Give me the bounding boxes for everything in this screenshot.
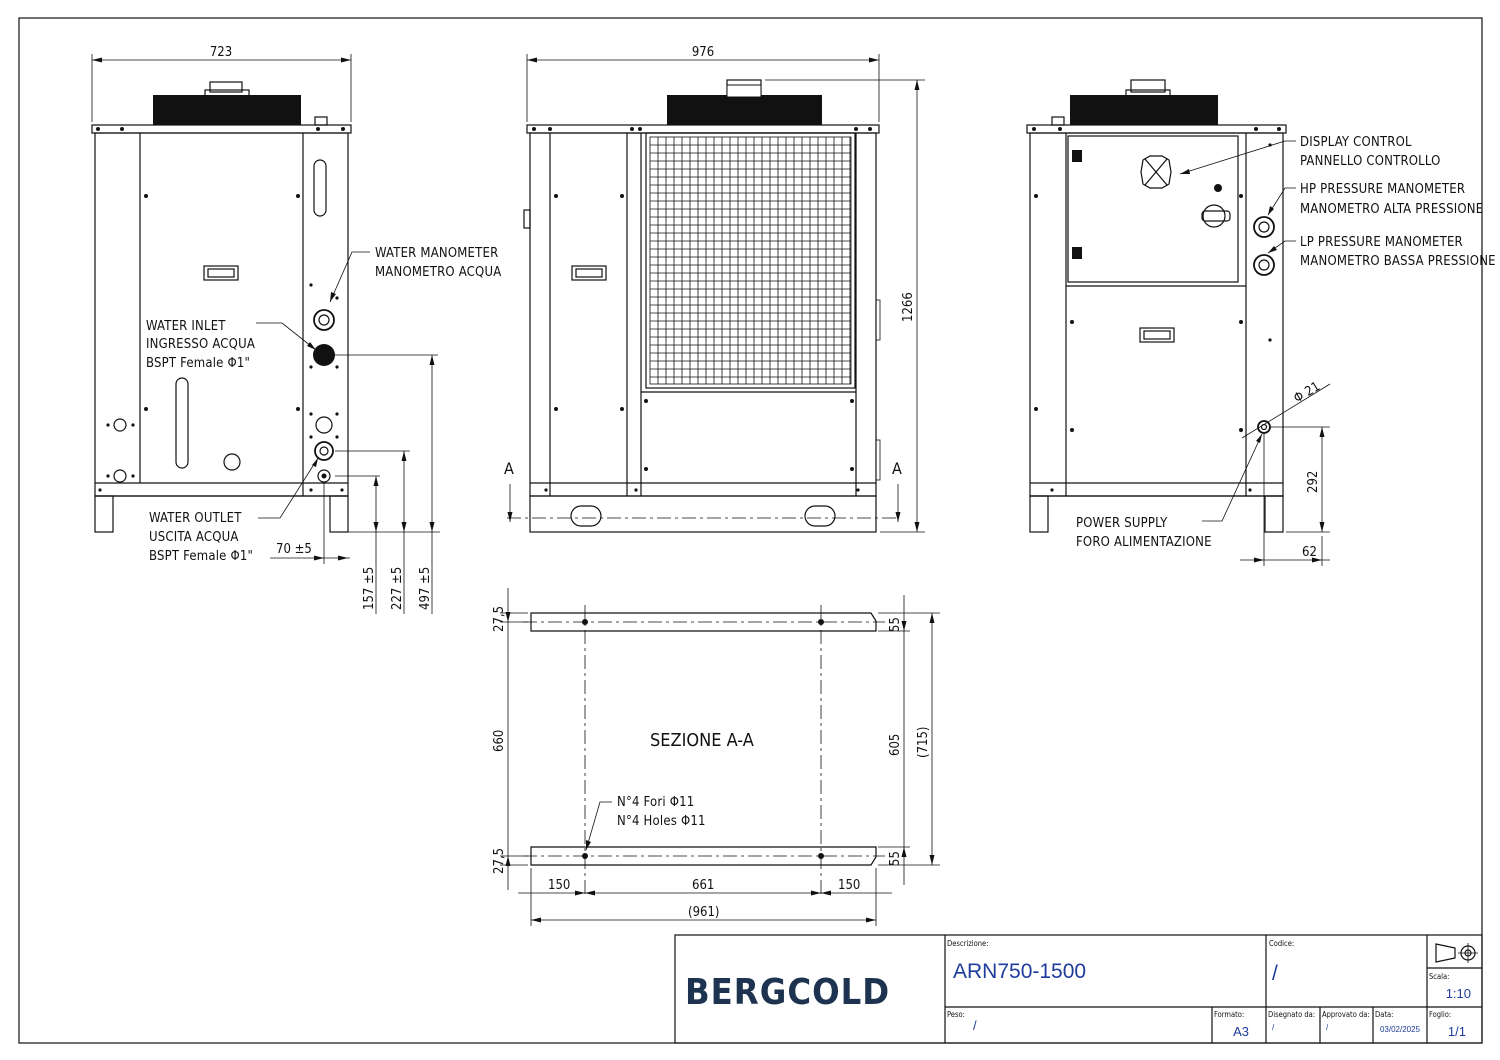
formato-label: Formato: (1214, 1010, 1244, 1019)
dim-inlet-height: 497 ±5 (418, 567, 433, 610)
dim-base-150-right: 150 (838, 878, 860, 893)
svg-text:WATER INLET: WATER INLET (146, 319, 226, 334)
svg-text:USCITA ACQUA: USCITA ACQUA (149, 530, 239, 545)
svg-text:HP PRESSURE MANOMETER: HP PRESSURE MANOMETER (1300, 182, 1465, 197)
label-water-manometer: WATER MANOMETER MANOMETRO ACQUA (375, 246, 501, 280)
disegnato-label: Disegnato da: (1268, 1010, 1315, 1019)
label-lp-manometer: LP PRESSURE MANOMETER MANOMETRO BASSA PR… (1300, 235, 1496, 269)
dim-power-diameter: Φ 21 (1291, 379, 1323, 406)
left-side-view (91, 81, 352, 533)
formato-value: A3 (1233, 1024, 1249, 1039)
section-title: SEZIONE A-A (650, 730, 754, 751)
label-holes-en: N°4 Holes Φ11 (617, 814, 706, 829)
svg-text:MANOMETRO ACQUA: MANOMETRO ACQUA (375, 265, 501, 280)
svg-text:FORO ALIMENTAZIONE: FORO ALIMENTAZIONE (1076, 535, 1212, 550)
svg-text:WATER OUTLET: WATER OUTLET (149, 511, 242, 526)
svg-text:INGRESSO ACQUA: INGRESSO ACQUA (146, 337, 255, 352)
right-side-view (1026, 79, 1287, 533)
left-view-dimensions: 723 497 ±5 227 ±5 157 ±5 70 ±5 (91, 45, 440, 614)
dim-base-150-left: 150 (548, 878, 570, 893)
left-view-leaders (256, 251, 370, 519)
projection-symbol-icon (1435, 943, 1478, 963)
dim-outlet-height: 157 ±5 (362, 567, 377, 610)
label-power-supply: POWER SUPPLY FORO ALIMENTAZIONE (1076, 516, 1212, 550)
label-water-outlet: WATER OUTLET USCITA ACQUA BSPT Female Φ1… (149, 511, 253, 564)
label-hp-manometer: HP PRESSURE MANOMETER MANOMETRO ALTA PRE… (1300, 182, 1483, 217)
svg-text:MANOMETRO BASSA PRESSIONE: MANOMETRO BASSA PRESSIONE (1300, 254, 1496, 269)
svg-text:POWER SUPPLY: POWER SUPPLY (1076, 516, 1168, 531)
label-water-inlet: WATER INLET INGRESSO ACQUA BSPT Female Φ… (146, 319, 255, 371)
label-display-control: DISPLAY CONTROL PANNELLO CONTROLLO (1300, 135, 1441, 169)
dim-base-55-bottom: 55 (888, 851, 903, 866)
codice-label: Codice: (1269, 939, 1294, 948)
foglio-value: 1/1 (1448, 1024, 1466, 1039)
svg-text:BSPT Female Φ1": BSPT Female Φ1" (146, 356, 250, 371)
foglio-label: Foglio: (1429, 1010, 1451, 1019)
scala-label: Scala: (1429, 972, 1449, 981)
peso-value: / (973, 1018, 977, 1033)
data-value: 03/02/2025 (1380, 1025, 1421, 1034)
section-a-a: SEZIONE A-A N°4 Fori Φ11 N°4 Holes Φ11 (523, 605, 885, 895)
section-mark-left: A (504, 459, 514, 478)
data-label: Data: (1375, 1010, 1393, 1019)
svg-text:DISPLAY CONTROL: DISPLAY CONTROL (1300, 135, 1412, 150)
logo: BERGCOLD (685, 972, 890, 1013)
dim-base-961: (961) (688, 905, 719, 920)
peso-label: Peso: (947, 1010, 965, 1019)
title-block: BERGCOLD Descrizione: ARN750-1500 Codice… (674, 934, 1483, 1044)
front-view-dimensions: 976 1266 A A (504, 45, 925, 533)
codice-value: / (1272, 962, 1278, 985)
descrizione-value: ARN750-1500 (953, 960, 1086, 983)
dim-height: 1266 (901, 292, 916, 322)
section-dimensions: 27,5 660 27,5 55 605 55 (715) 150 661 15… (492, 588, 940, 926)
svg-text:PANNELLO CONTROLLO: PANNELLO CONTROLLO (1300, 154, 1441, 169)
dim-front-width: 976 (692, 45, 714, 60)
dim-power-height: 292 (1306, 471, 1321, 493)
grille-mesh (650, 137, 851, 384)
dim-base-55-top: 55 (888, 617, 903, 632)
dim-base-275-top: 27,5 (492, 606, 507, 632)
label-holes-it: N°4 Fori Φ11 (617, 795, 694, 810)
dim-base-275-bottom: 27,5 (492, 848, 507, 874)
svg-text:WATER MANOMETER: WATER MANOMETER (375, 246, 498, 261)
svg-text:BSPT Female Φ1": BSPT Female Φ1" (149, 549, 253, 564)
dim-base-661: 661 (692, 878, 714, 893)
dim-base-605: 605 (888, 734, 903, 756)
approvato-label: Approvato da: (1322, 1010, 1370, 1019)
svg-text:LP PRESSURE MANOMETER: LP PRESSURE MANOMETER (1300, 235, 1463, 250)
condenser-grille (649, 136, 852, 385)
svg-text:MANOMETRO ALTA PRESSIONE: MANOMETRO ALTA PRESSIONE (1300, 202, 1483, 217)
dim-base-660: 660 (492, 730, 507, 752)
section-mark-right: A (892, 459, 902, 478)
disegnato-value: / (1272, 1023, 1275, 1032)
dim-mid-height: 227 ±5 (390, 567, 405, 610)
descrizione-label: Descrizione: (947, 939, 988, 948)
dim-base-715: (715) (916, 727, 931, 758)
dim-left-width: 723 (210, 45, 232, 60)
approvato-value: / (1326, 1023, 1329, 1032)
scala-value: 1:10 (1446, 986, 1471, 1001)
dim-power-offset: 62 (1302, 545, 1317, 560)
right-view-leaders: 292 62 Φ 21 (1179, 140, 1331, 566)
dim-offset-70: 70 ±5 (276, 542, 312, 557)
front-view (507, 79, 898, 533)
